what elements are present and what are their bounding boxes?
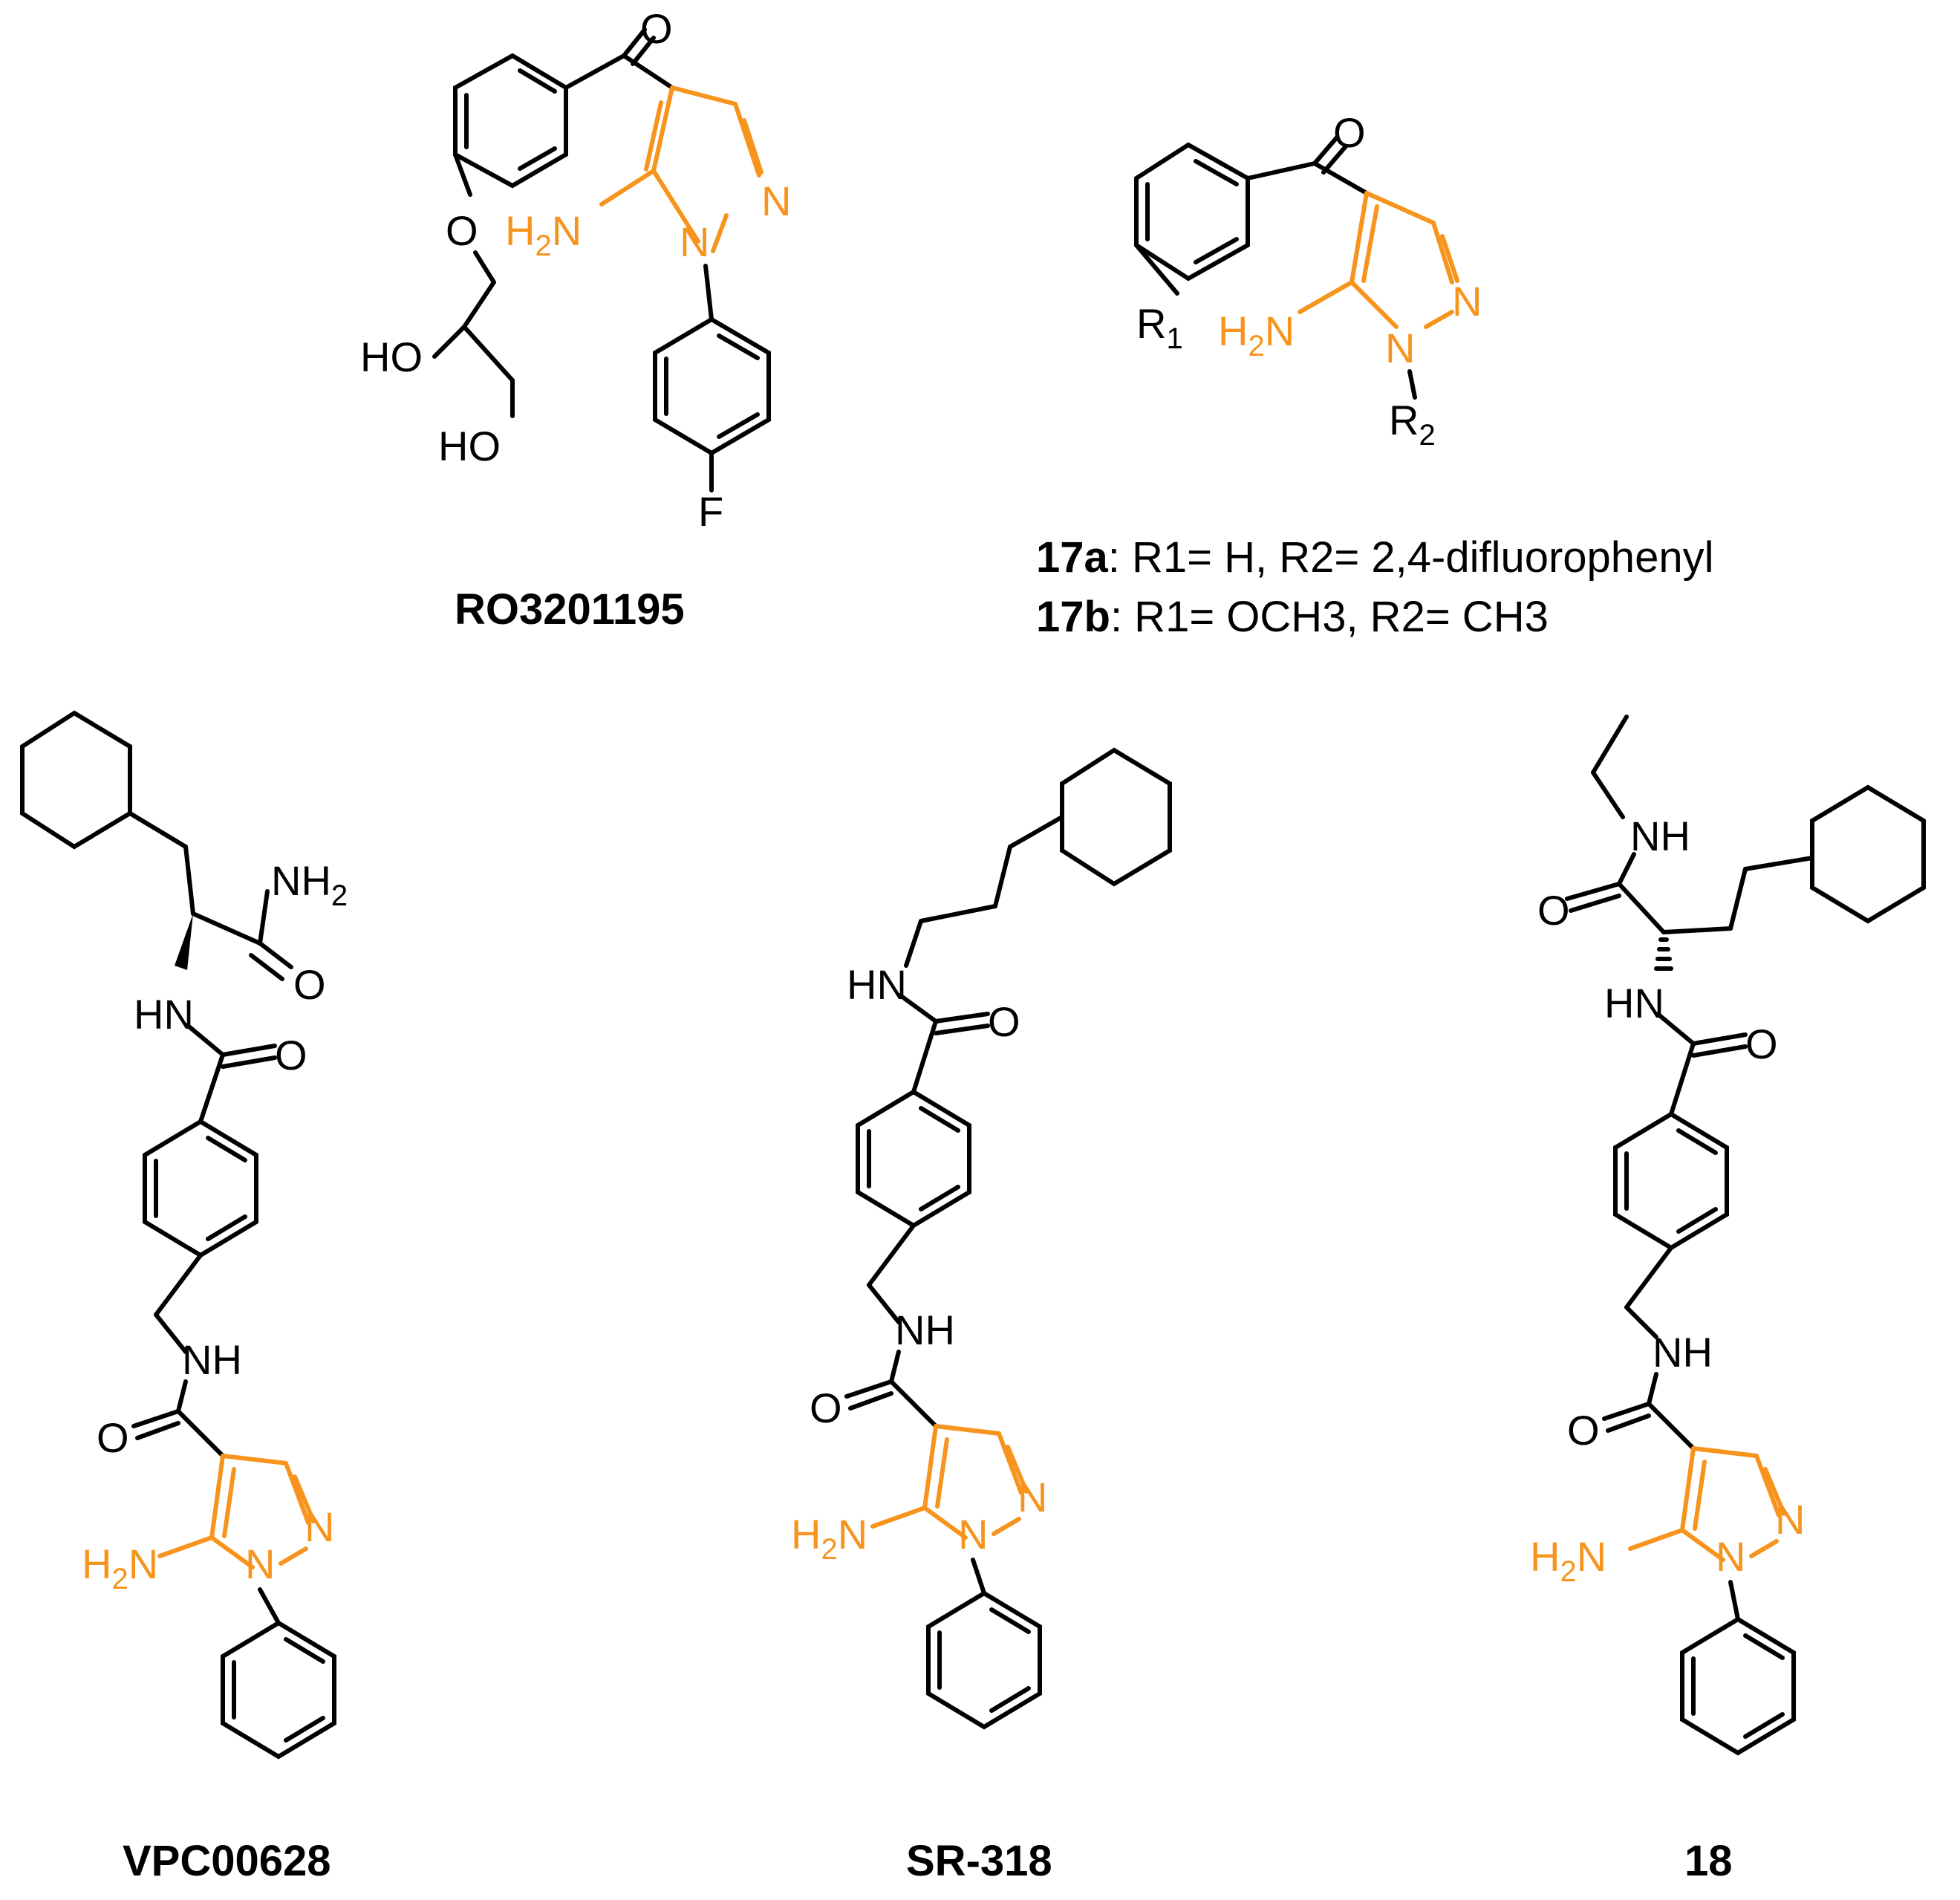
ro-fluorine: F [698,488,723,535]
ro-ether-oxygen: O [446,207,478,254]
vpc-benzene-ring [143,1119,258,1258]
sr-carboxamide-oxygen: O [810,1385,842,1431]
label-sr318: SR-318 [906,1837,1052,1885]
c18-amino-group: H2N [1530,1533,1606,1588]
vpc-carboxamide-oxygen: O [97,1414,129,1461]
s17-ketone-oxygen: O [1333,109,1366,156]
structure-sr318: HN O NH O N N H2N [791,747,1172,1885]
sr-cyclohexyl-ring [1060,747,1172,887]
ro-aminopyrazole: N N H2N [505,85,791,265]
sr-phenyl-ring [926,1590,1042,1730]
ro-hydroxyl-2: HO [438,423,501,469]
vpc-cyclohexyl-ring [20,710,132,850]
c18-nh-2: NH [1653,1329,1713,1376]
c18-aminopyrazole: N N H2N [1530,1446,1805,1588]
s17-r2-label: R2 [1389,397,1436,452]
c18-phenyl-ring [1680,1616,1796,1756]
ro-benzene-ring [453,53,568,189]
ro-ketone-bond [564,53,626,90]
vpc-nh-2: NH [182,1336,242,1383]
ro-pyrazole-n1: N [680,218,709,265]
ro-hydroxyl-1: HO [360,334,423,380]
sr-hn-1: HN [847,961,907,1008]
c18-pyrazole-n2: N [1775,1496,1805,1543]
structure-ro3201195: O N N H2N F O HO [360,5,791,634]
s17-pyrazole-n2: N [1452,278,1482,325]
vpc-amide-oxygen: O [293,961,326,1008]
structure-17: O R1 N N H2N R2 17a: R1= H, R2= 2,4-difl… [1036,109,1713,641]
ro-amino-group: H2N [505,207,582,262]
c18-benzamide-oxygen: O [1745,1021,1778,1067]
vpc-pyrazole-n2: N [305,1503,334,1550]
sr-pyrazole-n2: N [1018,1474,1047,1520]
vpc-pyrazole-n1: N [245,1541,275,1587]
c18-benzene-ring [1613,1111,1729,1251]
c18-hn-1: HN [1604,980,1664,1027]
sr-nh-2: NH [895,1307,955,1353]
c18-cyclohexyl-ring [1810,784,1926,924]
structure-18: NH O HN O NH O [1530,715,1926,1885]
vpc-benzamide-oxygen: O [275,1032,307,1078]
vpc-phenyl-ring [221,1620,336,1760]
caption-17b: 17b: R1= OCH3, R2= CH3 [1036,593,1549,641]
sr-benzamide-oxygen: O [988,998,1020,1045]
c18-pyrazole-n1: N [1716,1533,1745,1580]
vpc-hn-1: HN [134,991,194,1038]
s17-benzene-ring [1134,142,1250,282]
s17-amino-group: H2N [1218,308,1295,362]
sr-benzene-ring [856,1089,971,1229]
sr-amino-group: H2N [791,1511,867,1566]
c18-amide-oxygen: O [1537,887,1570,934]
caption-17a: 17a: R1= H, R2= 2,4-difluorophenyl [1036,533,1713,582]
ro-ketone-oxygen: O [640,5,673,52]
ro-pyrazole-n2: N [761,178,791,224]
label-ro3201195: RO3201195 [455,585,685,634]
sr-pyrazole-n1: N [958,1511,988,1558]
label-18: 18 [1684,1837,1733,1885]
vpc-amino-group: H2N [82,1541,158,1595]
s17-pyrazole-n1: N [1385,325,1415,371]
s17-r1-label: R1 [1136,300,1183,355]
vpc-stereo-wedge [175,914,193,970]
vpc-aminopyrazole: N N H2N [82,1454,334,1595]
vpc-amide-nh2: NH2 [271,857,348,912]
s17-aminopyrazole: N N H2N [1218,191,1482,371]
c18-carboxamide-oxygen: O [1567,1407,1600,1454]
label-vpc00628: VPC00628 [123,1837,331,1885]
sr-aminopyrazole: N N H2N [791,1424,1047,1566]
c18-nh-ethyl: NH [1630,813,1690,859]
c18-stereo-hash [1654,937,1673,971]
structure-vpc00628: NH2 O HN O NH O N N [20,710,348,1885]
ro-fluorophenyl-ring [653,316,771,456]
